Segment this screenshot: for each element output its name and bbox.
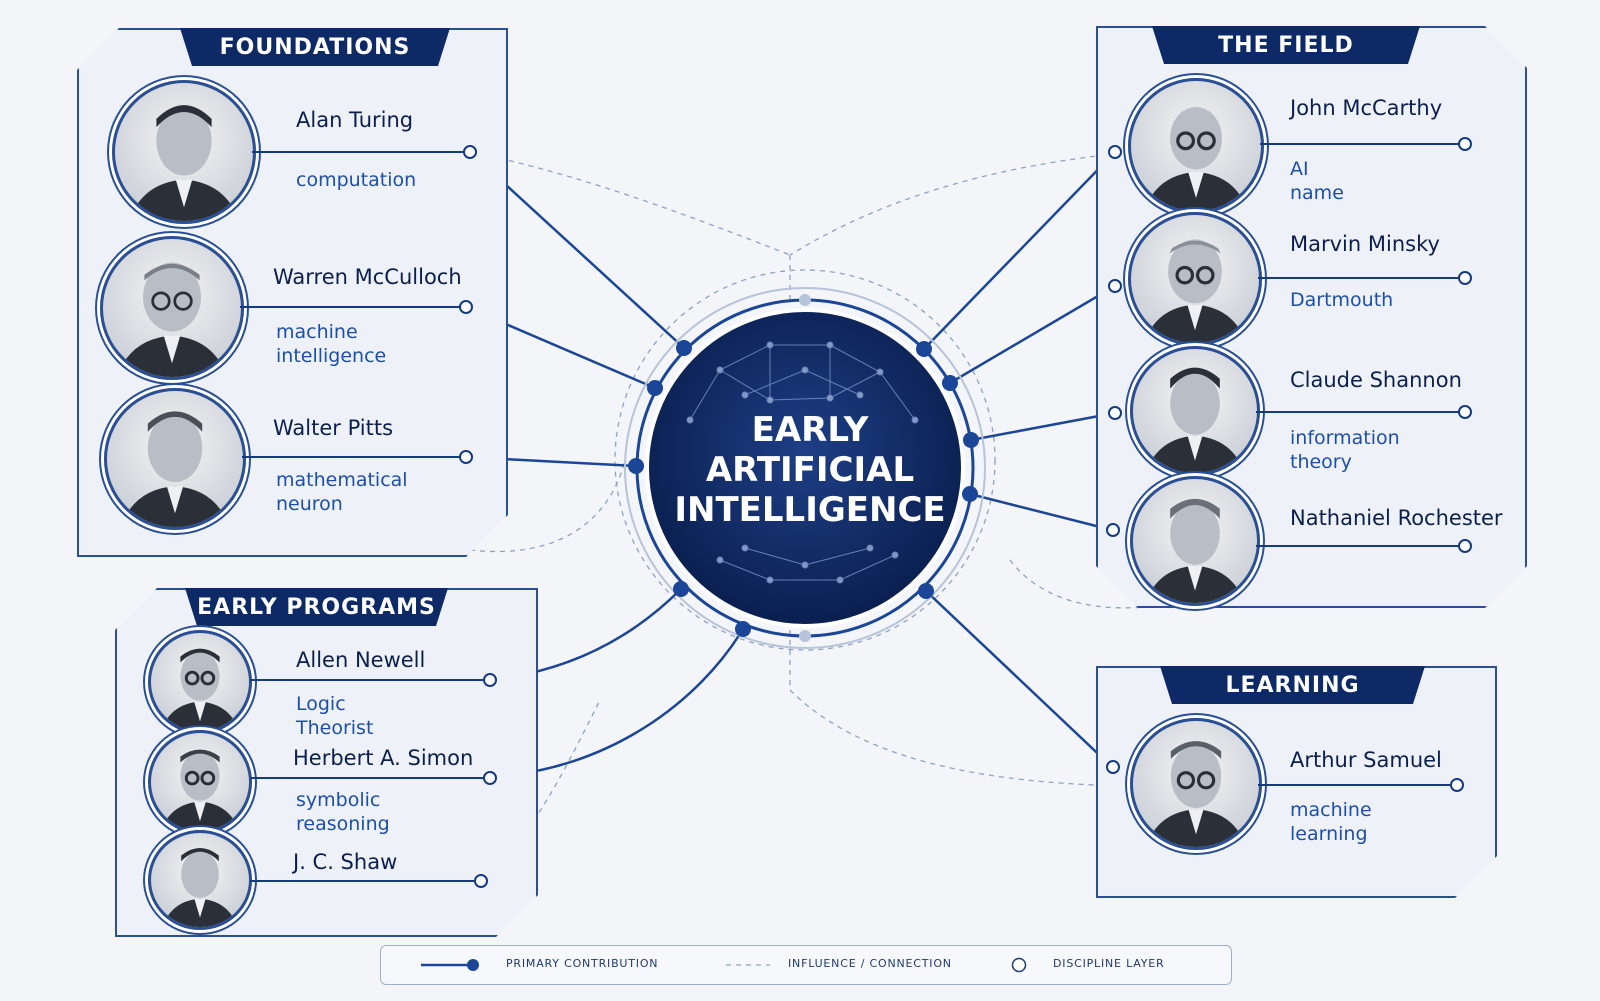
person-name: John McCarthy (1290, 96, 1443, 120)
primary-contribution-line (250, 880, 476, 882)
person-name: J. C. Shaw (293, 850, 398, 874)
portrait-herbert-simon (148, 730, 252, 834)
portrait-warren-mcculloch (100, 236, 244, 380)
person-role: Dartmouth (1290, 289, 1394, 311)
primary-contribution-line (1258, 784, 1452, 786)
primary-contribution-line (250, 679, 484, 681)
person-role: information theory (1290, 427, 1400, 473)
person-name: Warren McCulloch (273, 265, 462, 289)
portrait-john-mccarthy (1128, 78, 1264, 214)
hub-title-line-2: ARTIFICIAL (705, 450, 915, 490)
portrait-jc-shaw (148, 830, 252, 930)
person-name: Alan Turing (296, 108, 414, 132)
discipline-node (1106, 760, 1120, 774)
discipline-node (483, 673, 497, 687)
primary-contribution-line (1258, 277, 1460, 279)
person-role: mathematical neuron (276, 469, 408, 515)
primary-contribution-line (250, 777, 484, 779)
person-role: machine learning (1290, 799, 1372, 845)
primary-contribution-line (1256, 545, 1460, 547)
portrait-marvin-minsky (1128, 212, 1262, 346)
hub-title-line-3: INTELLIGENCE (674, 490, 946, 530)
legend-influence-label: INFLUENCE / CONNECTION (788, 957, 952, 970)
primary-contribution-line (252, 151, 464, 153)
person-role: symbolic reasoning (296, 789, 390, 835)
person-name: Marvin Minsky (1290, 232, 1440, 256)
discipline-node (1450, 778, 1464, 792)
programs-panel-title: EARLY PROGRAMS (185, 588, 448, 626)
discipline-node (459, 300, 473, 314)
person-role: Logic Theorist (296, 693, 374, 739)
foundations-panel-title: FOUNDATIONS (180, 28, 450, 66)
legend-influence-swatch (726, 964, 770, 966)
person-role: computation (296, 169, 417, 191)
legend-primary-swatch (421, 959, 479, 971)
portrait-walter-pitts (104, 388, 246, 530)
person-role: AI name (1290, 158, 1344, 204)
portrait-claude-shannon (1130, 346, 1260, 476)
discipline-node (1458, 539, 1472, 553)
legend: PRIMARY CONTRIBUTION INFLUENCE / CONNECT… (380, 945, 1232, 985)
discipline-node (1458, 271, 1472, 285)
primary-contribution-line (242, 456, 460, 458)
discipline-node (1108, 279, 1122, 293)
person-name: Herbert A. Simon (293, 746, 474, 770)
legend-layer-label: DISCIPLINE LAYER (1053, 957, 1165, 970)
primary-contribution-line (240, 306, 460, 308)
discipline-node (1108, 145, 1122, 159)
hub-title-line-1: EARLY (751, 410, 869, 450)
person-name: Arthur Samuel (1290, 748, 1442, 772)
discipline-node (1108, 406, 1122, 420)
primary-contribution-line (1260, 143, 1460, 145)
hub-core (645, 308, 965, 628)
discipline-node (1458, 137, 1472, 151)
portrait-arthur-samuel (1130, 718, 1262, 850)
field-panel-title: THE FIELD (1152, 26, 1420, 64)
discipline-node (463, 145, 477, 159)
hub-endpoints (628, 340, 979, 637)
person-name: Nathaniel Rochester (1290, 506, 1503, 530)
portrait-nathaniel-rochester (1130, 476, 1260, 606)
hub-title: EARLY ARTIFICIAL INTELLIGENCE (640, 410, 980, 530)
legend-primary-label: PRIMARY CONTRIBUTION (506, 957, 659, 970)
discipline-node (483, 771, 497, 785)
discipline-node (474, 874, 488, 888)
learning-panel-title: LEARNING (1160, 666, 1425, 704)
hub-outer-ring (624, 287, 986, 649)
person-role: machine intelligence (276, 321, 387, 367)
person-name: Allen Newell (296, 648, 426, 672)
person-name: Claude Shannon (1290, 368, 1462, 392)
discipline-node (459, 450, 473, 464)
portrait-allen-newell (148, 630, 252, 734)
network-motif (686, 341, 919, 584)
discipline-node (1458, 405, 1472, 419)
portrait-alan-turing (112, 80, 256, 224)
primary-contribution-line (1256, 411, 1460, 413)
discipline-node (1106, 523, 1120, 537)
person-name: Walter Pitts (273, 416, 394, 440)
legend-layer-swatch (1011, 957, 1027, 973)
